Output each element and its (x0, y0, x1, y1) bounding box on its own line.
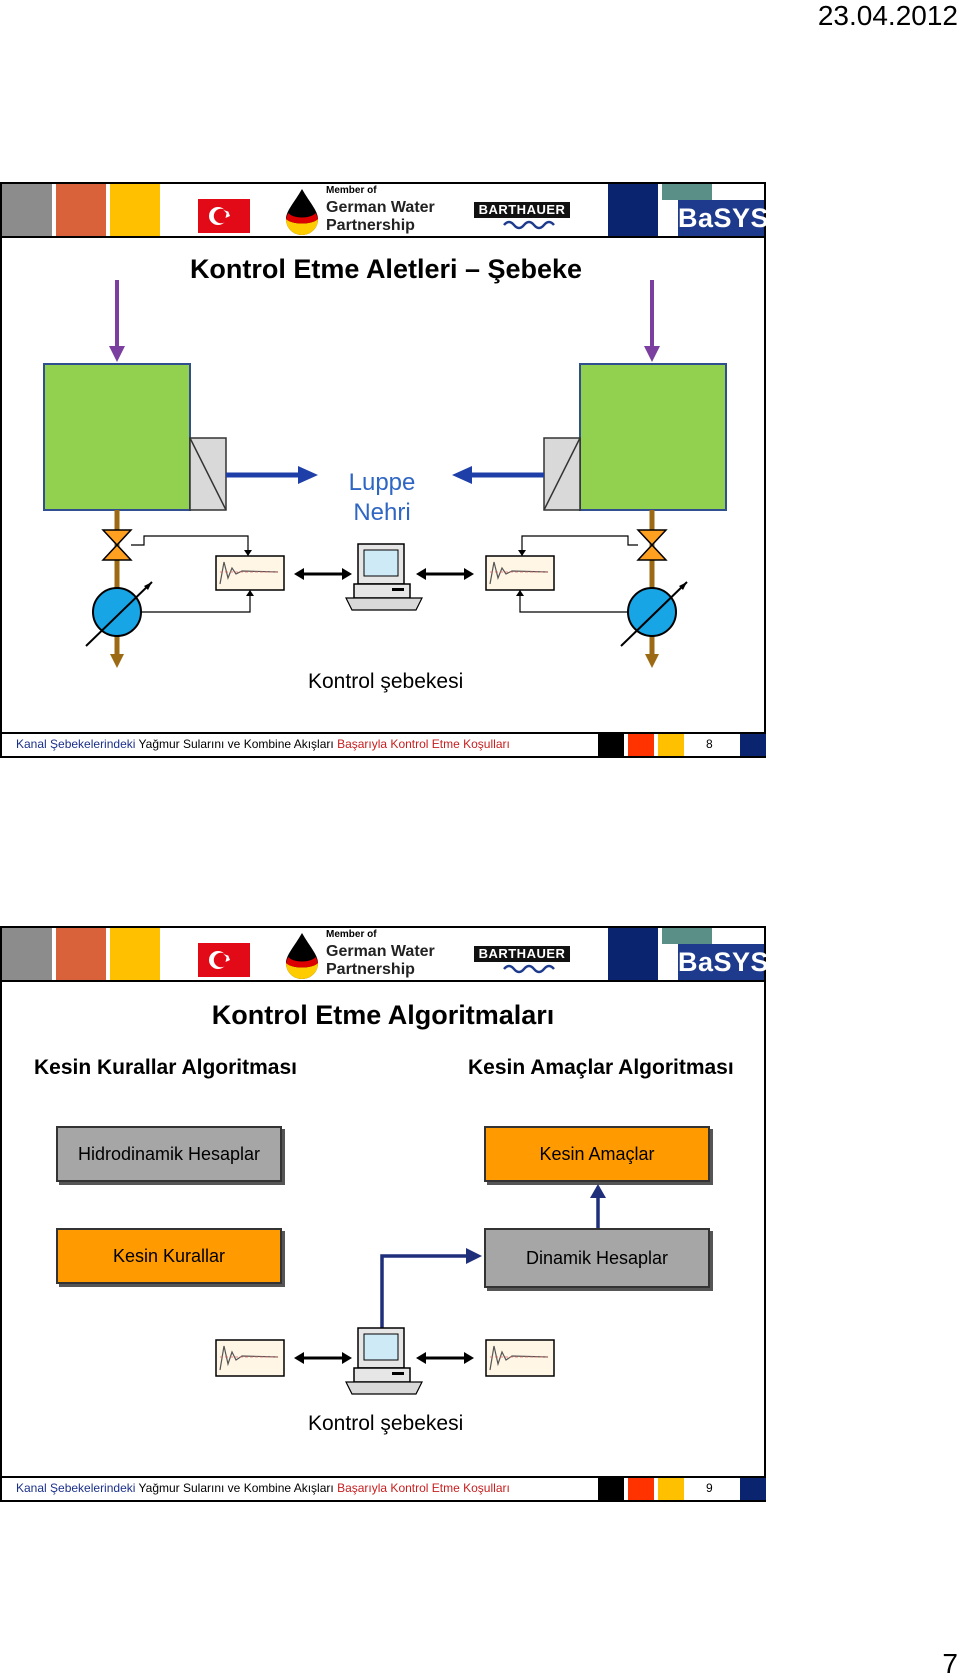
header-block-yellow (110, 928, 160, 980)
header-block-navy (608, 928, 658, 980)
slide-title: Kontrol Etme Algoritmaları (211, 1000, 555, 1030)
footer-text-red: Başarıyla Kontrol Etme Koşulları (337, 737, 510, 751)
barthauer-text: BARTHAUER (474, 946, 570, 962)
basys-logo: BaSYS (678, 200, 769, 236)
german-water-partnership-logo: Member of German Water Partnership (284, 185, 444, 235)
river-label-line-1: Luppe (348, 469, 416, 496)
fixed-goals-box: Kesin Amaçlar (484, 1126, 710, 1182)
network-label: Kontrol şebekesi (308, 670, 464, 693)
gwp-line-1: German Water (326, 199, 435, 216)
footer-square-black (598, 1478, 624, 1500)
link-arrow-right (416, 1352, 474, 1364)
gwp-member-of: Member of (326, 929, 377, 940)
page-date: 23.04.2012 (817, 0, 958, 31)
controller-right-icon (485, 555, 555, 591)
gwp-line-2: Partnership (326, 217, 415, 234)
inflow-arrow-left (109, 280, 125, 362)
page-number: 7 (942, 1648, 958, 1679)
barthauer-text: BARTHAUER (474, 202, 570, 218)
control-network-diagram (43, 280, 727, 668)
river-label-line-2: Nehri (353, 499, 411, 526)
computer-icon (345, 1327, 423, 1395)
header-block-navy (608, 184, 658, 236)
footer-text: Kanal Şebekelerindeki Yağmur Sularını ve… (16, 1481, 510, 1495)
header-block-pattern (662, 928, 712, 944)
flow-meter-left-icon (85, 581, 153, 647)
basys-logo: BaSYS (678, 944, 769, 980)
footer-text-black: Yağmur Sularını ve Kombine Akışları (138, 1481, 338, 1495)
footer-text-blue: Kanal Şebekelerindeki (16, 1481, 139, 1495)
signal-line-valve-right (521, 535, 638, 556)
slide-number: 9 (706, 1481, 713, 1495)
barthauer-logo: BARTHAUER (474, 202, 570, 232)
header-block-brick (56, 184, 106, 236)
turkey-flag-icon (198, 199, 250, 233)
pipe-arrow-right (645, 654, 659, 668)
link-arrow-left (294, 568, 352, 580)
header-block-brick (56, 928, 106, 980)
slide-footer: Kanal Şebekelerindeki Yağmur Sularını ve… (2, 1476, 766, 1500)
link-arrow-left (294, 1352, 352, 1364)
footer-text-black: Yağmur Sularını ve Kombine Akışları (138, 737, 338, 751)
controller-left-icon (215, 555, 285, 591)
arrow-dynamic-to-goals (590, 1184, 606, 1228)
inflow-arrow-right (644, 280, 660, 362)
footer-square-black (598, 734, 624, 756)
algorithm-diagram (215, 1184, 606, 1395)
german-water-partnership-logo: Member of German Water Partnership (284, 929, 444, 979)
controller-left-icon (215, 1339, 285, 1377)
header-block-gray (2, 928, 52, 980)
fixed-rules-box: Kesin Kurallar (56, 1228, 282, 1284)
link-arrow-right (416, 568, 474, 580)
gwp-line-1: German Water (326, 943, 435, 960)
network-label: Kontrol şebekesi (308, 1412, 464, 1435)
slide-8: Member of German Water Partnership BARTH… (0, 182, 769, 758)
slide-footer: Kanal Şebekelerindeki Yağmur Sularını ve… (2, 732, 766, 756)
gwp-line-2: Partnership (326, 961, 415, 978)
flow-meter-right-icon (620, 581, 688, 647)
slide-number: 8 (706, 737, 713, 751)
footer-square-yellow (658, 734, 684, 756)
valve-right-icon (636, 529, 668, 561)
dynamic-calc-box: Dinamik Hesaplar (484, 1228, 710, 1288)
signal-line-valve-left (131, 535, 249, 556)
signal-line-meter-right (519, 590, 628, 613)
barthauer-logo: BARTHAUER (474, 946, 570, 976)
storage-tank-right (579, 363, 727, 511)
gwp-member-of: Member of (326, 185, 377, 196)
footer-square-yellow (658, 1478, 684, 1500)
slide-header: Member of German Water Partnership BARTH… (2, 184, 769, 238)
slide-9: Member of German Water Partnership BARTH… (0, 926, 769, 1502)
goals-algorithm-heading: Kesin Amaçlar Algoritması (468, 1056, 734, 1079)
footer-square-navy (740, 1478, 766, 1500)
pipe-arrow-left (110, 654, 124, 668)
weir-right (543, 437, 581, 511)
slide-header: Member of German Water Partnership BARTH… (2, 928, 769, 982)
weir-left (189, 437, 227, 511)
river-label: Luppe Nehri (332, 468, 432, 528)
header-block-pattern (662, 184, 712, 200)
footer-square-red (628, 734, 654, 756)
turkey-flag-icon (198, 943, 250, 977)
signal-line-meter-left (141, 590, 251, 613)
footer-square-red (628, 1478, 654, 1500)
controller-right-icon (485, 1339, 555, 1377)
slide-title: Kontrol Etme Aletleri – Şebeke (189, 254, 583, 284)
footer-text: Kanal Şebekelerindeki Yağmur Sularını ve… (16, 737, 510, 751)
valve-left-icon (101, 529, 133, 561)
outflow-arrow-right (452, 466, 544, 484)
header-block-gray (2, 184, 52, 236)
footer-square-navy (740, 734, 766, 756)
computer-icon (345, 543, 423, 611)
hydrodynamic-calc-box: Hidrodinamik Hesaplar (56, 1126, 282, 1182)
outflow-arrow-left (226, 466, 318, 484)
footer-text-red: Başarıyla Kontrol Etme Koşulları (337, 1481, 510, 1495)
footer-text-blue: Kanal Şebekelerindeki (16, 737, 139, 751)
storage-tank-left (43, 363, 191, 511)
rules-algorithm-heading: Kesin Kurallar Algoritması (34, 1056, 297, 1079)
header-block-yellow (110, 184, 160, 236)
